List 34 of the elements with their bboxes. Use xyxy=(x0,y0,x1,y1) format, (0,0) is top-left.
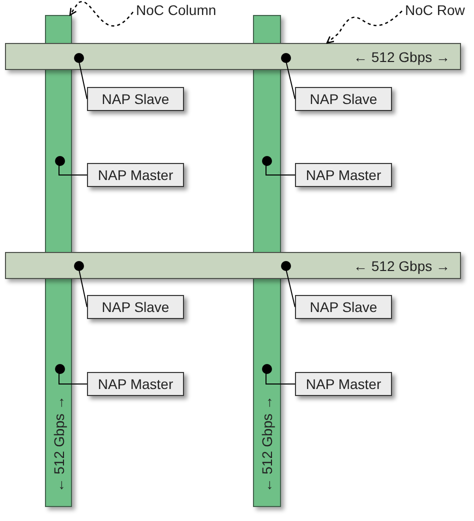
callout-arrow xyxy=(69,1,134,26)
connection-dot xyxy=(74,53,84,63)
bandwidth-label: ← 512 Gbps → xyxy=(259,396,275,492)
nap-box: NAP Master xyxy=(295,372,392,396)
leader-line xyxy=(266,164,296,176)
connection-dot xyxy=(262,156,272,166)
nap-box: NAP Master xyxy=(87,372,184,396)
connection-dot xyxy=(281,53,291,63)
connection-dot xyxy=(262,364,272,374)
bandwidth-label: ← 512 Gbps → xyxy=(50,396,66,492)
leader-line xyxy=(286,61,296,100)
callout-arrow xyxy=(326,10,402,44)
callout-label: NoC Column xyxy=(136,0,256,20)
nap-box: NAP Slave xyxy=(87,295,184,319)
noc-row-bar xyxy=(5,43,461,70)
leader-line xyxy=(58,372,88,384)
nap-box: NAP Master xyxy=(87,163,184,187)
leader-line xyxy=(266,372,296,384)
leader-line xyxy=(58,164,88,176)
nap-box: NAP Slave xyxy=(295,87,392,111)
connection-dot xyxy=(55,156,65,166)
nap-box: NAP Slave xyxy=(295,295,392,319)
nap-box: NAP Master xyxy=(295,163,392,187)
connection-dot xyxy=(55,364,65,374)
bandwidth-label: ← 512 Gbps → xyxy=(354,48,450,64)
bandwidth-label: ← 512 Gbps → xyxy=(354,258,450,274)
connection-dot xyxy=(74,261,84,271)
leader-line xyxy=(286,269,296,308)
leader-line xyxy=(78,61,88,100)
nap-box: NAP Slave xyxy=(87,87,184,111)
callout-label: NoC Row xyxy=(405,0,473,20)
leader-line xyxy=(78,269,88,308)
connection-dot xyxy=(281,261,291,271)
noc-row-bar xyxy=(5,252,461,279)
